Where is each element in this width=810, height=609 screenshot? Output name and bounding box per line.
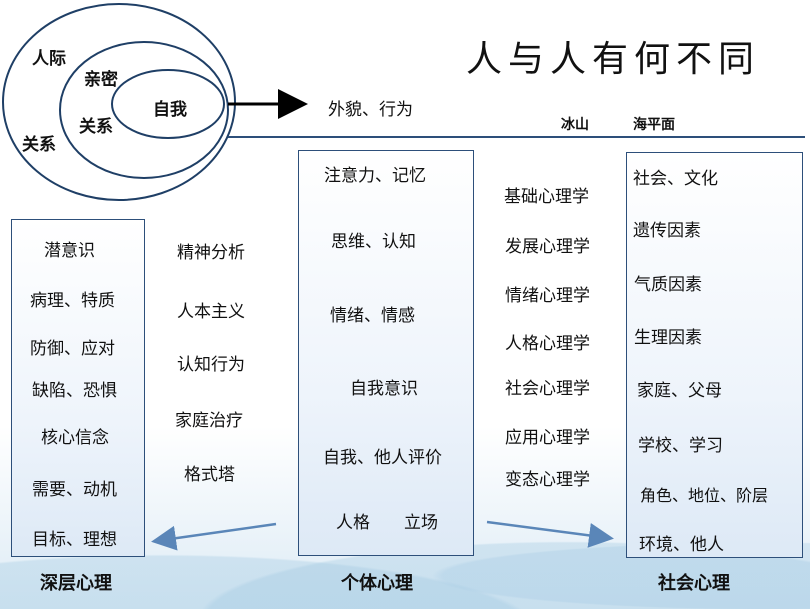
arrow-to-social bbox=[486, 520, 614, 548]
individual-item: 自我、他人评价 bbox=[323, 448, 442, 468]
psychology-branch: 情绪心理学 bbox=[505, 286, 590, 306]
social-item: 环境、他人 bbox=[639, 535, 724, 555]
outer-circle-label-1: 人际 bbox=[32, 49, 66, 69]
appearance-label: 外貌、行为 bbox=[328, 100, 413, 120]
individual-item: 情绪、情感 bbox=[330, 306, 415, 326]
outer-circle-label-2: 关系 bbox=[22, 135, 56, 155]
middle-circle-label-1: 亲密 bbox=[84, 70, 118, 90]
deep-item: 防御、应对 bbox=[30, 339, 115, 359]
therapy-item: 格式塔 bbox=[184, 465, 235, 485]
psychology-branch: 应用心理学 bbox=[505, 428, 590, 448]
psychology-branch: 基础心理学 bbox=[504, 187, 589, 207]
individual-item: 注意力、记忆 bbox=[324, 166, 426, 186]
deep-item: 核心信念 bbox=[41, 428, 109, 448]
deep-item: 缺陷、恐惧 bbox=[32, 381, 117, 401]
social-item: 气质因素 bbox=[634, 275, 702, 295]
arrow-to-deep bbox=[151, 522, 277, 551]
iceberg-label: 冰山 bbox=[561, 117, 589, 133]
social-item: 角色、地位、阶层 bbox=[640, 486, 769, 505]
page-title: 人与人有何不同 bbox=[466, 39, 761, 80]
deep-psychology-box bbox=[11, 219, 145, 557]
psychology-branch: 发展心理学 bbox=[505, 237, 590, 257]
therapy-item: 家庭治疗 bbox=[175, 411, 243, 431]
social-item: 生理因素 bbox=[634, 328, 702, 348]
deep-item: 潜意识 bbox=[44, 241, 95, 261]
inner-circle bbox=[111, 69, 225, 139]
social-item: 家庭、父母 bbox=[637, 381, 722, 401]
social-item: 学校、学习 bbox=[638, 436, 723, 456]
psychology-branch: 变态心理学 bbox=[505, 470, 590, 490]
social-psychology-title: 社会心理 bbox=[658, 573, 730, 594]
sea-level-label: 海平面 bbox=[633, 117, 675, 133]
inner-circle-label: 自我 bbox=[153, 100, 187, 120]
deep-item: 病理、特质 bbox=[30, 291, 115, 311]
middle-circle-label-2: 关系 bbox=[79, 117, 113, 137]
social-item: 遗传因素 bbox=[633, 221, 701, 241]
social-item: 社会、文化 bbox=[633, 169, 718, 189]
individual-item: 自我意识 bbox=[350, 379, 418, 399]
social-psychology-box bbox=[626, 152, 803, 558]
individual-psychology-box bbox=[298, 150, 474, 556]
individual-psychology-title: 个体心理 bbox=[341, 573, 413, 594]
therapy-item: 精神分析 bbox=[177, 243, 245, 263]
psychology-branch: 社会心理学 bbox=[505, 379, 590, 399]
therapy-item: 人本主义 bbox=[177, 302, 245, 322]
outer-circle bbox=[2, 3, 236, 201]
middle-circle bbox=[59, 41, 229, 179]
individual-item: 人格 立场 bbox=[336, 513, 438, 533]
deep-item: 需要、动机 bbox=[32, 480, 117, 500]
deep-psychology-title: 深层心理 bbox=[40, 573, 112, 594]
individual-item: 思维、认知 bbox=[331, 232, 416, 252]
therapy-item: 认知行为 bbox=[177, 355, 245, 375]
psychology-branch: 人格心理学 bbox=[505, 334, 590, 354]
deep-item: 目标、理想 bbox=[32, 530, 117, 550]
